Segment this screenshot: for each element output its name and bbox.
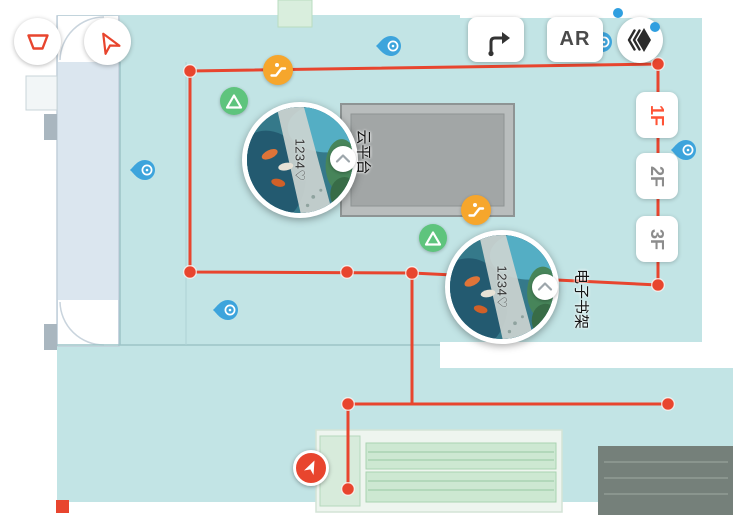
floor-button-3f[interactable]: 3F <box>636 216 678 262</box>
panorama-pin[interactable] <box>374 32 406 65</box>
navigation-heading-icon <box>304 460 315 475</box>
chevron-up-icon <box>335 154 351 163</box>
polygon-area-icon <box>26 33 49 50</box>
escalator-icon <box>468 203 485 217</box>
directions-route-icon <box>488 31 510 56</box>
interior-walls <box>57 62 440 346</box>
triangle-up-icon <box>225 94 243 109</box>
red-corner-mark <box>56 500 69 513</box>
notification-badge <box>613 8 623 18</box>
ar-button-label: AR <box>559 28 591 50</box>
dark-block-bottom-right <box>598 446 733 515</box>
chevron-up-icon <box>537 282 553 291</box>
ar-mode-button[interactable]: AR <box>547 17 603 62</box>
panorama-expand-button[interactable] <box>532 274 558 300</box>
navigation-arrow-icon <box>101 32 121 55</box>
panorama-label: 电子书架 <box>572 268 590 330</box>
route-waypoint-dots <box>183 57 675 496</box>
floor-button-label: 1F <box>647 104 668 126</box>
panorama-pin[interactable] <box>669 136 701 169</box>
escalator-icon <box>270 63 287 77</box>
panorama-pin[interactable] <box>211 296 243 329</box>
escalator-marker[interactable] <box>263 55 293 85</box>
layers-icon <box>627 28 651 52</box>
waypoint-marker[interactable] <box>419 224 447 252</box>
area-select-button[interactable] <box>14 18 61 65</box>
building-block-cloud-platform <box>340 103 515 217</box>
triangle-up-icon <box>424 231 442 246</box>
floor-button-label: 2F <box>647 165 668 187</box>
panorama-expand-button[interactable] <box>330 146 356 172</box>
panorama-pin[interactable] <box>128 156 160 189</box>
bookshelf-area <box>315 429 563 513</box>
escalator-marker[interactable] <box>461 195 491 225</box>
directions-button[interactable] <box>468 17 524 62</box>
room-block-green-top <box>277 0 313 28</box>
notification-badge <box>650 22 660 32</box>
panorama-label: 云平台 <box>354 129 372 175</box>
floor-button-1f[interactable]: 1F <box>636 92 678 138</box>
floor-button-2f[interactable]: 2F <box>636 153 678 199</box>
floor-button-label: 3F <box>647 228 668 250</box>
current-location-marker[interactable] <box>293 450 329 486</box>
locate-button[interactable] <box>84 18 131 65</box>
waypoint-marker[interactable] <box>220 87 248 115</box>
